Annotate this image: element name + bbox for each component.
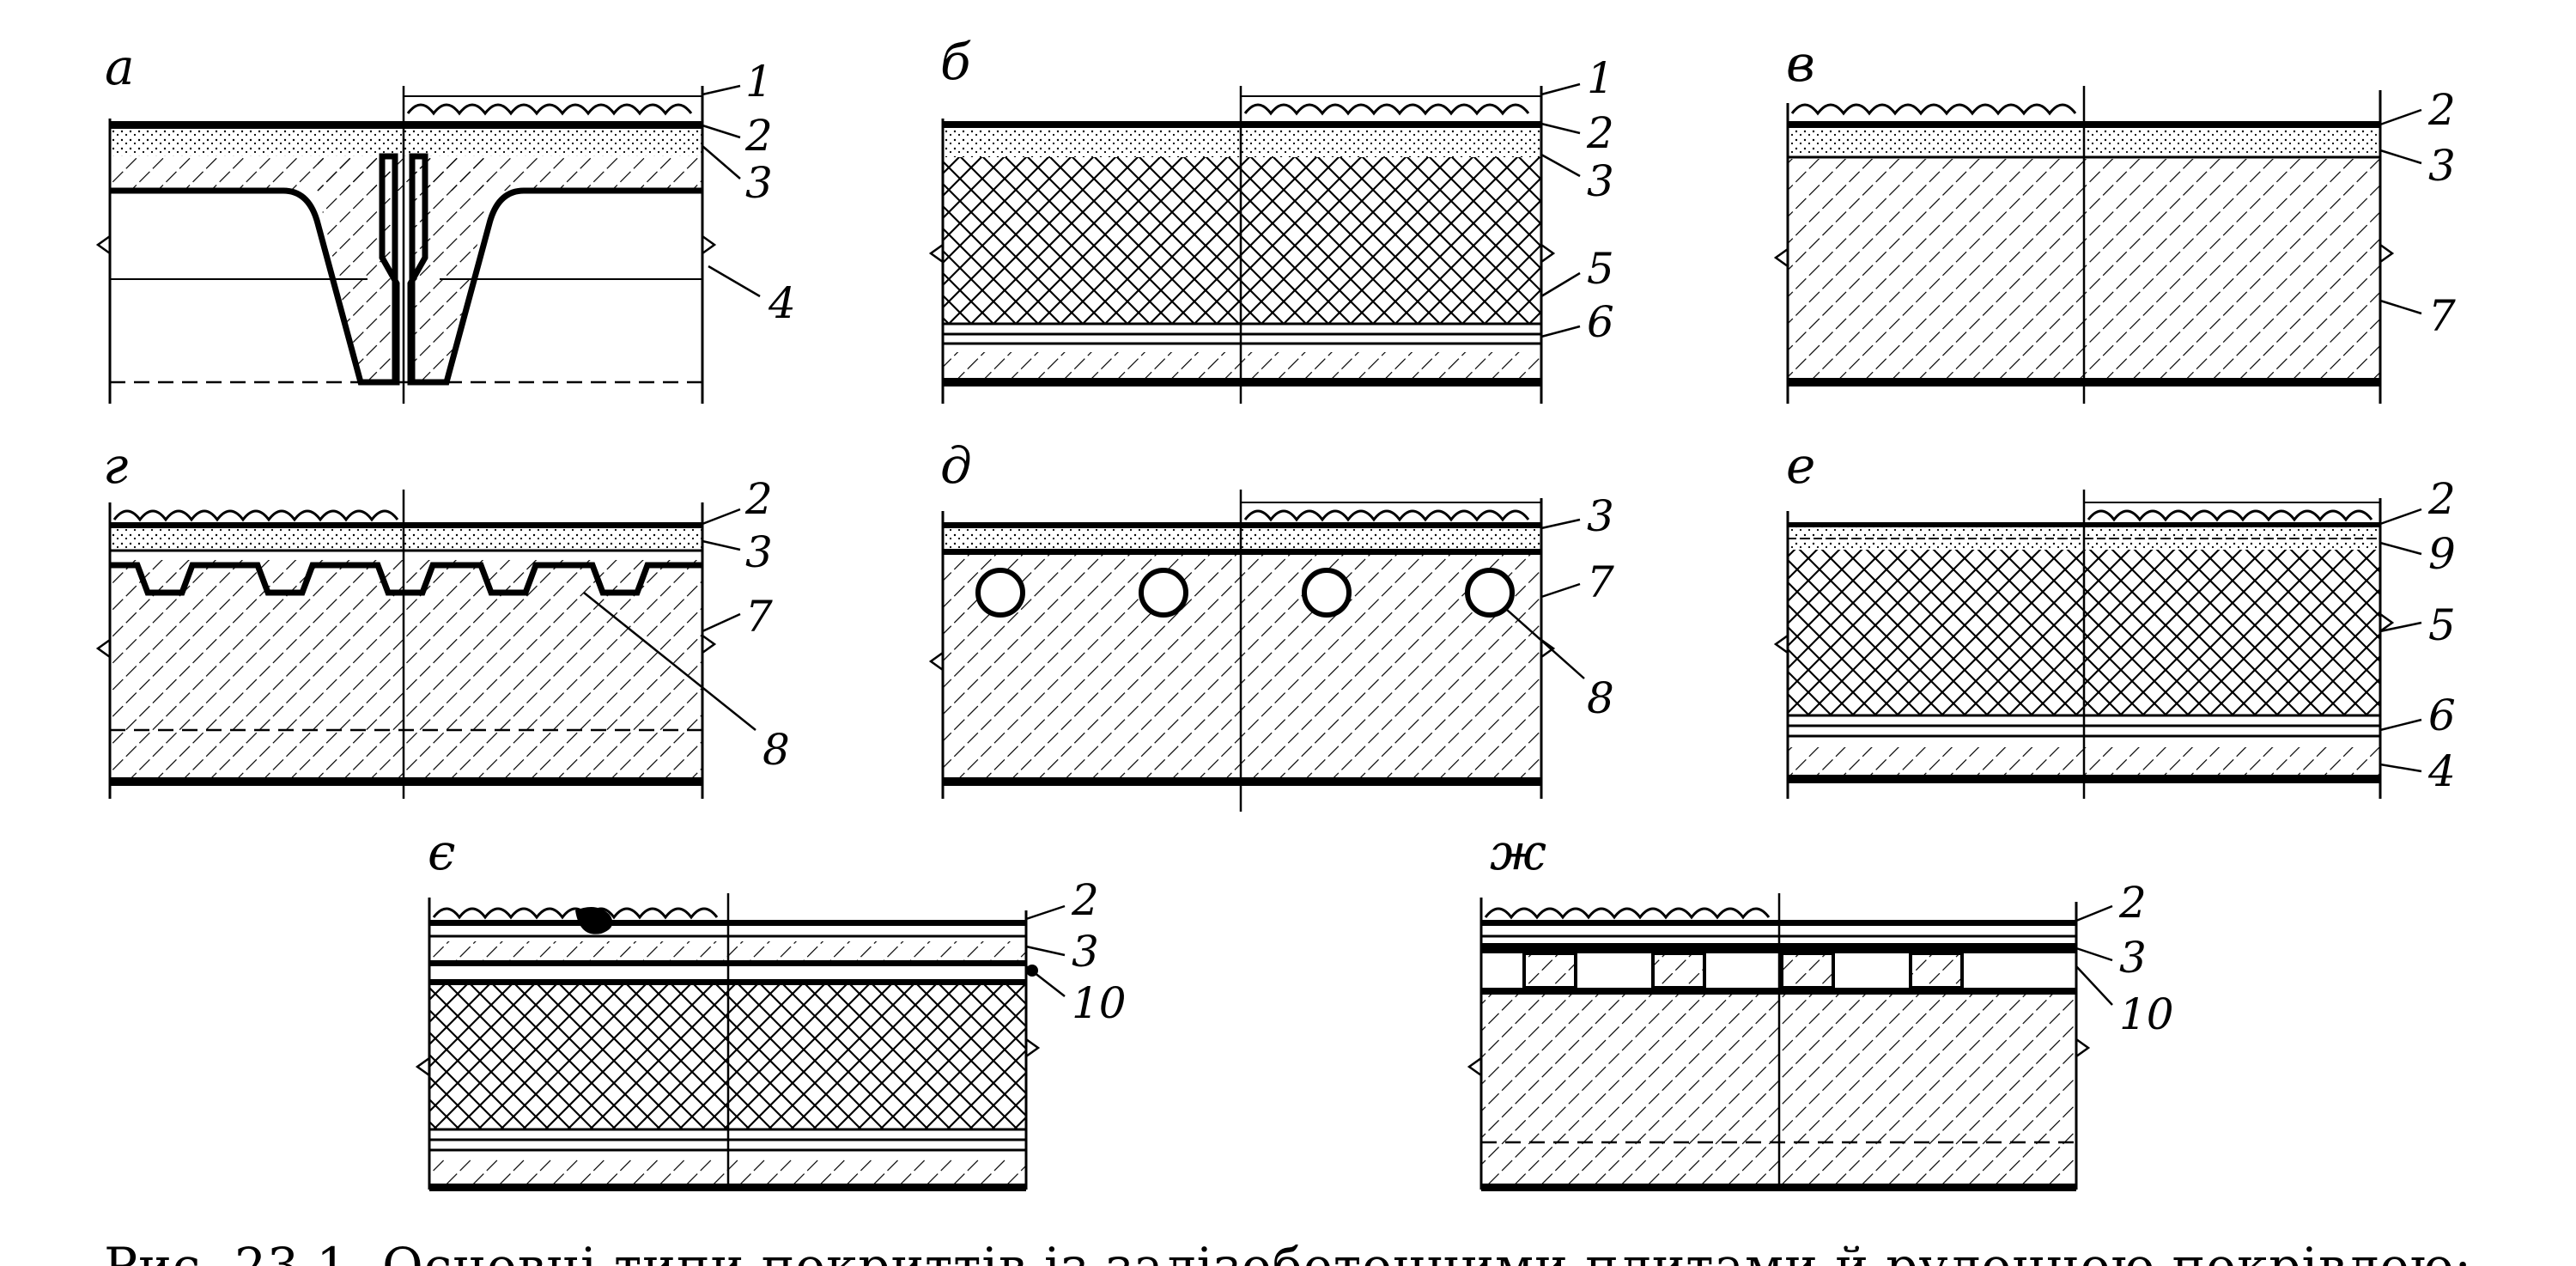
layer-label: 4 (768, 278, 796, 328)
layer-label: 3 (745, 527, 773, 577)
figure-caption: Рис. 23.1. Основні типи покриттів із зал… (0, 1233, 2576, 1266)
panel-e: е 2 9 5 6 4 (1773, 436, 2456, 799)
panel-a: а 1 2 3 4 (95, 38, 796, 404)
layer-label: 3 (1587, 156, 1614, 206)
layer-label: 3 (2119, 933, 2147, 983)
layer-label: 3 (1587, 491, 1614, 541)
layer-label: 7 (2428, 291, 2456, 341)
layer-label: 6 (1587, 297, 1614, 347)
layer-label: 5 (1587, 244, 1614, 294)
layer-label: 8 (1587, 673, 1614, 723)
layer-label: 2 (744, 111, 773, 161)
panel-letter: б (940, 33, 971, 91)
panel-letter: в (1786, 34, 1815, 93)
panel-letter: г (103, 436, 128, 495)
layer-label: 1 (745, 57, 773, 107)
layer-label: 2 (2427, 474, 2456, 524)
panel-v: в 2 3 7 (1773, 34, 2456, 404)
panel-letter: д (940, 436, 972, 495)
panel-ye: є 2 3 10 (415, 823, 1127, 1191)
layer-label: 3 (2428, 141, 2456, 191)
panel-zh: ж 2 3 10 (1467, 823, 2174, 1191)
panel-letter: ж (1490, 823, 1546, 881)
gravel-layer (406, 103, 693, 116)
layer-label: 10 (1072, 978, 1127, 1028)
layer-label: 2 (1586, 108, 1614, 158)
caption-text: Рис. 23.1. Основні типи покриттів із зал… (104, 1237, 2472, 1266)
layer-label: 7 (745, 592, 773, 642)
layer-label: 3 (745, 158, 773, 208)
panel-letter: є (428, 823, 455, 881)
layer-label: 5 (2428, 600, 2456, 650)
panel-g: г 2 3 7 8 (95, 436, 790, 799)
layer-label: 7 (1587, 557, 1614, 607)
layer-label: 2 (744, 474, 773, 524)
layer-label: 2 (1071, 875, 1099, 925)
layer-label: 10 (2119, 989, 2174, 1039)
layer-label: 2 (2118, 878, 2147, 928)
layer-label: 8 (762, 725, 790, 775)
layer-label: 1 (1587, 53, 1614, 103)
layer-label: 9 (2428, 529, 2456, 579)
panel-letter: е (1786, 436, 1815, 495)
panel-letter: а (105, 38, 135, 96)
layer-label: 6 (2428, 691, 2456, 740)
layer-label: 3 (1072, 927, 1099, 977)
panel-b: б 1 2 3 5 6 (928, 33, 1614, 404)
layer-label: 2 (2427, 85, 2456, 135)
layer-label: 4 (2427, 746, 2456, 796)
panel-d: д 3 7 8 (928, 436, 1614, 812)
